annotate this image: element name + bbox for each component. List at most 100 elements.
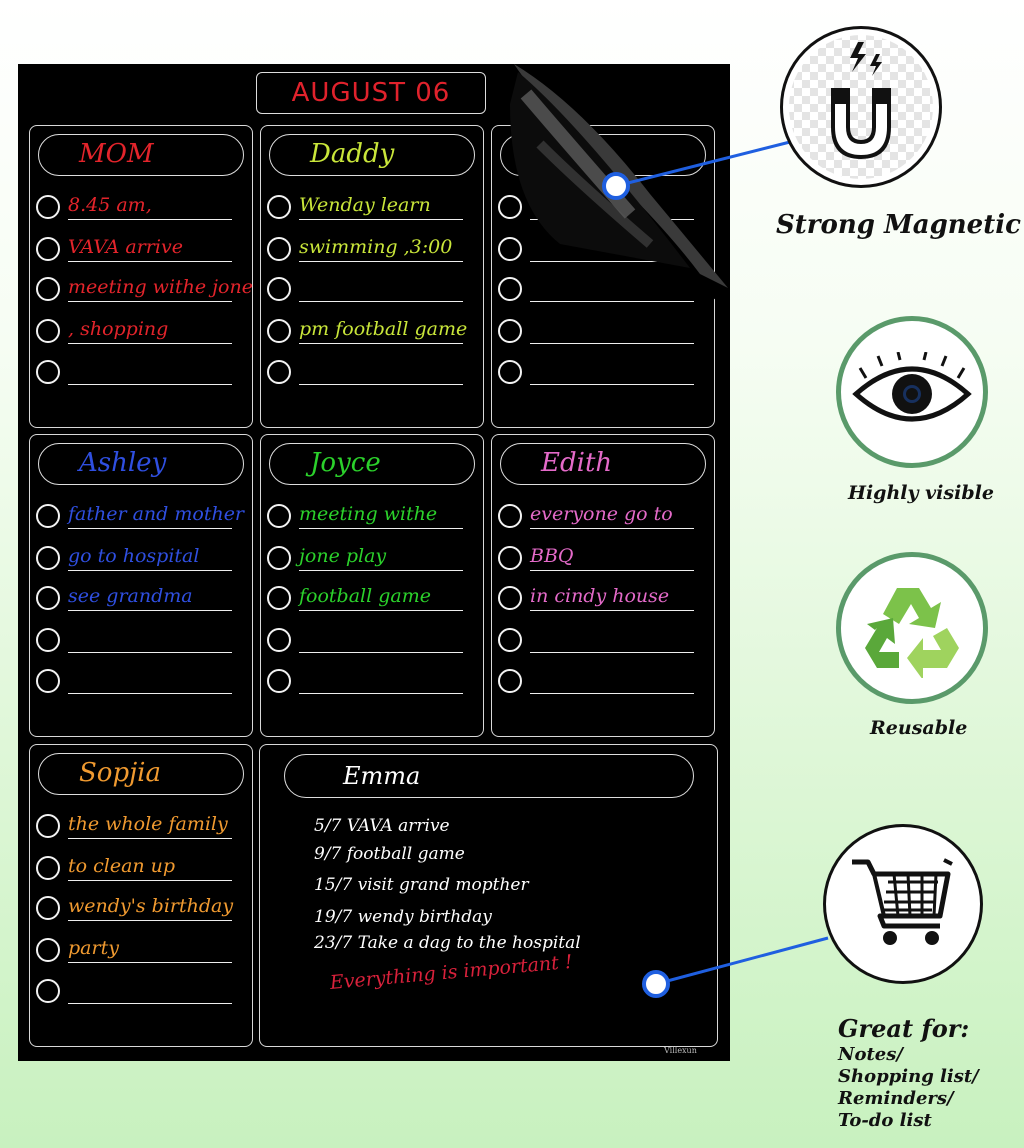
checklist-panel: Edith everyone go to BBQ in cindy house (491, 434, 715, 737)
brand-label: Villexun (664, 1046, 697, 1055)
checkbox-circle (267, 669, 291, 693)
writing-line (68, 261, 232, 262)
panel-name: Edith (500, 443, 706, 485)
handwritten-entry: pm football game (299, 318, 468, 340)
handwritten-entry: wendy's birthday (68, 895, 234, 917)
checklist-row: to clean up (36, 852, 232, 882)
great-for-list: Great for: Notes/ Shopping list/ Reminde… (838, 1014, 979, 1132)
writing-line (530, 384, 694, 385)
checklist-row: swimming ,3:00 (267, 233, 463, 263)
handwritten-entry: meeting withe (299, 503, 438, 525)
checkbox-circle (267, 586, 291, 610)
writing-line (68, 962, 232, 963)
handwritten-entry: VAVA arrive (68, 236, 183, 258)
checklist-row (267, 273, 463, 303)
checkbox-circle (36, 979, 60, 1003)
checklist-row (267, 624, 463, 654)
writing-line (68, 570, 232, 571)
great-for-item: Reminders/ (838, 1088, 954, 1109)
writing-line (299, 384, 463, 385)
checkbox-circle (36, 237, 60, 261)
checkbox-circle (498, 586, 522, 610)
writing-line (68, 528, 232, 529)
writing-line (299, 301, 463, 302)
writing-line (299, 528, 463, 529)
checklist-row: in cindy house (498, 582, 694, 612)
checklist-row: VAVA arrive (36, 233, 232, 263)
panel-name: Sopjia (38, 753, 244, 795)
writing-line (530, 301, 694, 302)
checkbox-circle (267, 195, 291, 219)
checklist-row: 8.45 am, (36, 191, 232, 221)
writing-line (68, 384, 232, 385)
writing-line (68, 880, 232, 881)
writing-line (299, 570, 463, 571)
checklist-row: BBQ (498, 542, 694, 572)
emma-line: 23/7 Take a dag to the hospital (314, 933, 581, 953)
checklist-row: wendy's birthday (36, 892, 234, 922)
checklist-row (267, 356, 463, 386)
handwritten-entry: Wenday learn (299, 194, 431, 216)
checklist-row: everyone go to (498, 500, 694, 530)
writing-line (68, 1003, 232, 1004)
handwritten-entry: BBQ (530, 545, 574, 567)
checkbox-circle (36, 669, 60, 693)
handwritten-entry: meeting withe jone (68, 276, 253, 298)
checkbox-circle (36, 938, 60, 962)
writing-line (68, 610, 232, 611)
checkbox-circle (36, 628, 60, 652)
checkbox-circle (267, 546, 291, 570)
checklist-row (36, 665, 232, 695)
writing-line (299, 610, 463, 611)
handwritten-entry: the whole family (68, 813, 228, 835)
reusable-label: Reusable (870, 717, 968, 739)
writing-line (68, 652, 232, 653)
checkbox-circle (36, 814, 60, 838)
checklist-row (36, 975, 232, 1005)
emma-line: 9/7 football game (314, 844, 465, 864)
checkbox-circle (498, 546, 522, 570)
checkbox-circle (267, 277, 291, 301)
checkbox-circle (267, 628, 291, 652)
handwritten-entry: see grandma (68, 585, 193, 607)
checkbox-circle (36, 504, 60, 528)
checkbox-circle (36, 277, 60, 301)
writing-line (299, 652, 463, 653)
writing-line (68, 301, 232, 302)
checkbox-circle (498, 319, 522, 343)
emma-name: Emma (284, 754, 694, 798)
checklist-row (267, 665, 463, 695)
checklist-row (36, 356, 232, 386)
highly-visible-label: Highly visible (848, 482, 994, 504)
handwritten-entry: swimming ,3:00 (299, 236, 453, 258)
great-for-title: Great for: (838, 1014, 970, 1043)
checklist-row (498, 233, 694, 263)
checkbox-circle (36, 856, 60, 880)
great-for-item: Shopping list/ (838, 1066, 979, 1087)
writing-line (299, 343, 463, 344)
writing-line (68, 920, 232, 921)
writing-line (68, 219, 232, 220)
writing-line (530, 343, 694, 344)
checkbox-circle (267, 319, 291, 343)
magnet-icon (780, 26, 942, 188)
checklist-row: pm football game (267, 315, 467, 345)
handwritten-entry: jone play (299, 545, 387, 567)
writing-line (530, 610, 694, 611)
eye-icon (836, 316, 988, 468)
checklist-row (498, 665, 694, 695)
checkbox-circle (36, 586, 60, 610)
handwritten-entry: go to hospital (68, 545, 200, 567)
great-for-item: To-do list (838, 1110, 932, 1131)
handwritten-entry: football game (299, 585, 431, 607)
emma-line: 5/7 VAVA arrive (314, 816, 450, 836)
writing-line (68, 693, 232, 694)
writing-line (299, 693, 463, 694)
handwritten-entry: in cindy house (530, 585, 670, 607)
checkbox-circle (498, 237, 522, 261)
checkbox-circle (498, 504, 522, 528)
checkbox-circle (36, 195, 60, 219)
